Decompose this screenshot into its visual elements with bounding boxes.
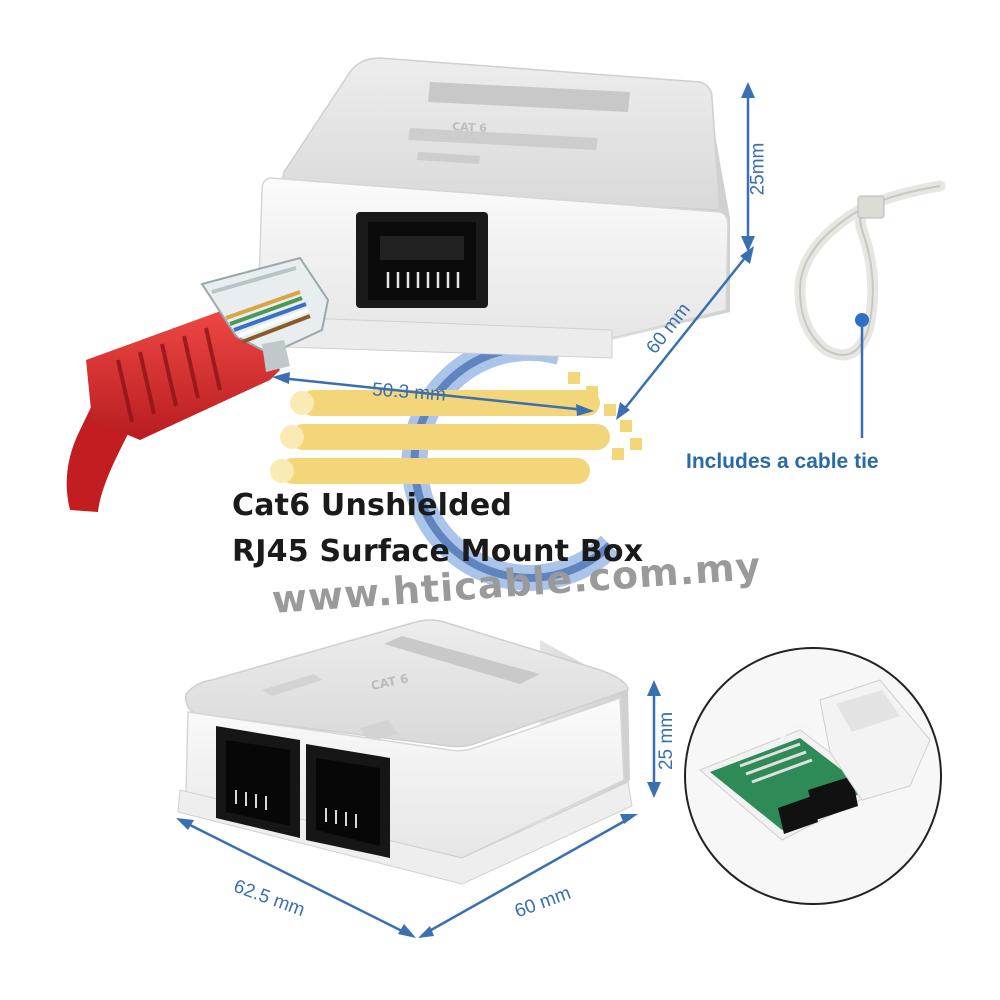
- pcb-inset-icon: [684, 647, 942, 905]
- single-port-box: CAT 6: [255, 57, 730, 359]
- product-title-line-2: RJ45 Surface Mount Box: [232, 534, 644, 569]
- bottom-height-label: 25 mm: [656, 711, 678, 771]
- dual-port-box: CAT 6: [177, 619, 633, 885]
- watermark-logo-icon: [270, 334, 642, 591]
- top-height-label: 25mm: [747, 142, 769, 196]
- product-title-line-1: Cat6 Unshielded: [232, 488, 513, 523]
- top-emboss-label: CAT 6: [452, 120, 488, 135]
- cable-tie-icon: [794, 180, 946, 438]
- bottom-dimension-lines: [176, 680, 661, 938]
- rj45-plug-icon: [66, 256, 330, 512]
- top-dimension-lines: [272, 82, 755, 420]
- cable-tie-note: Includes a cable tie: [686, 450, 879, 473]
